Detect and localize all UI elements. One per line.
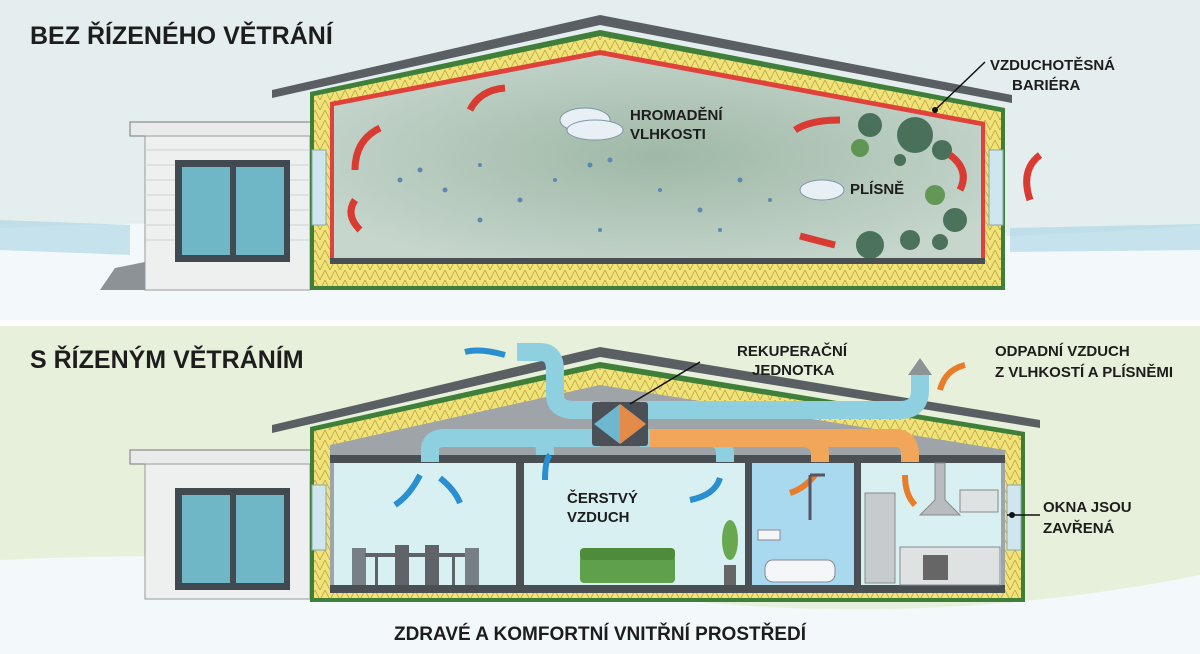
supply-duct-left [421, 429, 600, 462]
annex-building [129, 449, 316, 600]
water [0, 220, 130, 255]
windows-label-line2: ZAVŘENÁ [1043, 519, 1115, 537]
annex-building [100, 121, 316, 291]
exhaust-vent-cap [908, 358, 932, 375]
airflow-arrows [393, 347, 966, 508]
moisture-label-line1: HROMADĚNÍ [630, 106, 723, 124]
top-title: BEZ ŘÍZENÉHO VĚTRÁNÍ [30, 20, 334, 50]
barrier-label-line2: BARIÉRA [1012, 77, 1081, 94]
barrier-leader-line [934, 61, 986, 111]
mold-label: PLÍSNĚ [850, 180, 904, 198]
exhaust-out-duct [640, 375, 929, 419]
unit-label-line2: JEDNOTKA [752, 362, 835, 379]
sofa [580, 548, 675, 583]
bath-fixtures [757, 473, 836, 583]
bottom-panel: S ŘÍZENÝM VĚTRÁNÍM [0, 326, 1200, 654]
fresh-air-intake-duct [517, 343, 600, 419]
plant [722, 520, 738, 585]
dining-set [352, 545, 479, 585]
top-house [272, 15, 1043, 290]
red-circulation-arrows [347, 84, 1043, 249]
kitchen [864, 462, 1001, 586]
steps [100, 262, 145, 290]
bottom-title: S ŘÍZENÝM VĚTRÁNÍM [30, 344, 304, 374]
windows-label-line1: OKNA JSOU [1043, 499, 1132, 516]
exhaust-label-line2: Z VLHKOSTÍ A PLÍSNĚMI [995, 363, 1173, 381]
cloud-icon [559, 107, 845, 201]
moisture-label-line2: VLHKOSTI [630, 126, 706, 143]
exhaust-label-line1: ODPADNÍ VZDUCH [995, 343, 1130, 360]
right-window [988, 149, 1004, 226]
roof [272, 347, 1040, 433]
water-right [1010, 224, 1200, 252]
humid-interior [334, 55, 981, 258]
unit-leader-line [629, 361, 701, 405]
right-window [1006, 484, 1022, 551]
top-panel: BEZ ŘÍZENÉHO VĚTRÁNÍ [0, 0, 1200, 322]
moisture-drops [397, 157, 772, 232]
duct-system [421, 343, 929, 462]
left-window [311, 149, 327, 226]
fresh-air-label-line1: ČERSTVÝ [567, 489, 638, 507]
barrier-label-line1: VZDUCHOTĚSNÁ [990, 56, 1115, 74]
roof [272, 15, 1012, 103]
bottom-caption: ZDRAVÉ A KOMFORTNÍ VNITŘNÍ PROSTŘEDÍ [394, 623, 807, 645]
panel-divider [0, 320, 1200, 326]
bottom-house [272, 343, 1040, 602]
fresh-air-label-line2: VZDUCH [567, 509, 630, 526]
unit-label-line1: REKUPERAČNÍ [737, 342, 848, 360]
extract-duct [650, 429, 919, 462]
mold-spots [851, 113, 967, 259]
recuperation-unit [592, 402, 648, 446]
left-window [311, 484, 327, 551]
